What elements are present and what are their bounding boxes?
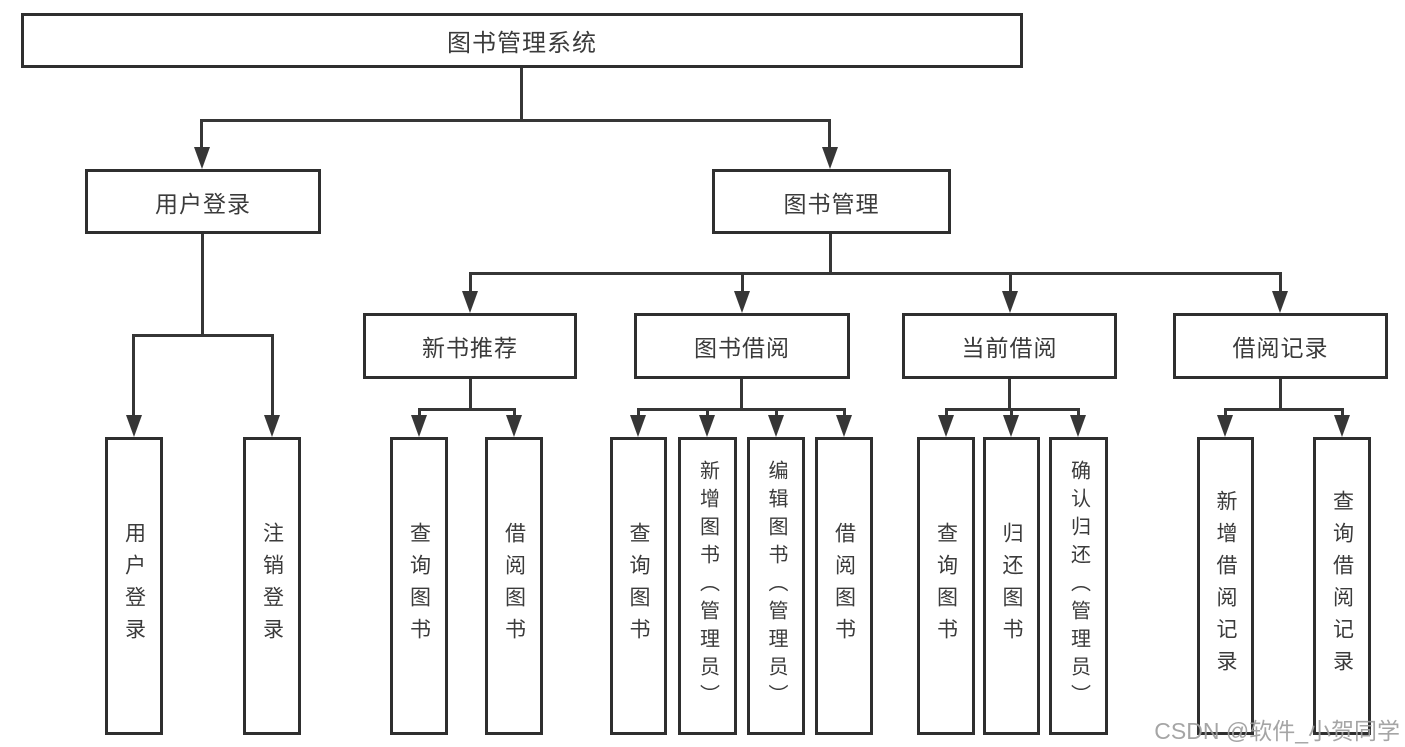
node-label: 用户登录 bbox=[122, 522, 146, 650]
connector-line bbox=[828, 119, 831, 151]
connector-line bbox=[469, 272, 1281, 275]
arrow-down-icon bbox=[264, 415, 280, 437]
leaf-query-books: 查询图书 bbox=[390, 437, 448, 735]
connector-line bbox=[829, 234, 832, 274]
connector-line bbox=[945, 408, 948, 418]
leaf-borrow-books: 借阅图书 bbox=[485, 437, 543, 735]
leaf-edit-books-admin: 编辑图书（管理员） bbox=[747, 437, 805, 735]
node-label: 新增借阅记录 bbox=[1214, 490, 1237, 682]
arrow-down-icon bbox=[734, 291, 750, 313]
node-label: 归还图书 bbox=[1000, 522, 1023, 650]
connector-line bbox=[740, 379, 743, 410]
node-label: 借阅图书 bbox=[502, 522, 526, 650]
arrow-down-icon bbox=[411, 415, 427, 437]
connector-line bbox=[1341, 408, 1344, 418]
connector-line bbox=[637, 408, 845, 411]
leaf-confirm-return-admin: 确认归还（管理员） bbox=[1049, 437, 1108, 735]
arrow-down-icon bbox=[1070, 415, 1086, 437]
node-label: 借阅记录 bbox=[1232, 335, 1329, 361]
connector-line bbox=[513, 408, 516, 418]
node-label: 新增图书（管理员） bbox=[696, 460, 719, 712]
arrow-down-icon bbox=[462, 291, 478, 313]
arrow-down-icon bbox=[1003, 415, 1019, 437]
arrow-down-icon bbox=[822, 147, 838, 169]
connector-line bbox=[843, 408, 846, 418]
node-borrowing-records: 借阅记录 bbox=[1173, 313, 1388, 379]
connector-line bbox=[132, 334, 135, 419]
connector-line bbox=[775, 408, 778, 418]
leaf-query-borrow-record: 查询借阅记录 bbox=[1313, 437, 1371, 735]
connector-line bbox=[1279, 272, 1282, 294]
connector-line bbox=[1008, 379, 1011, 410]
connector-line bbox=[1077, 408, 1080, 418]
node-label: 注销登录 bbox=[260, 522, 284, 650]
node-label: 用户登录 bbox=[155, 190, 251, 217]
connector-line bbox=[201, 234, 204, 337]
node-label: 图书借阅 bbox=[694, 335, 790, 361]
arrow-down-icon bbox=[1217, 415, 1233, 437]
connector-line bbox=[469, 272, 472, 294]
node-label: 当前借阅 bbox=[961, 335, 1058, 361]
leaf-borrow-books: 借阅图书 bbox=[815, 437, 873, 735]
connector-line bbox=[1224, 408, 1343, 411]
node-label: 查询借阅记录 bbox=[1330, 490, 1354, 682]
node-library-management-system: 图书管理系统 bbox=[21, 13, 1023, 68]
arrow-down-icon bbox=[836, 415, 852, 437]
connector-line bbox=[1009, 272, 1012, 294]
node-label: 查询图书 bbox=[627, 522, 650, 650]
node-label: 确认归还（管理员） bbox=[1067, 460, 1090, 712]
node-user-login: 用户登录 bbox=[85, 169, 321, 234]
node-label: 图书管理 bbox=[783, 190, 880, 217]
node-book-management: 图书管理 bbox=[712, 169, 951, 234]
node-current-borrowing: 当前借阅 bbox=[902, 313, 1117, 379]
arrow-down-icon bbox=[126, 415, 142, 437]
connector-line bbox=[418, 408, 515, 411]
node-label: 编辑图书（管理员） bbox=[765, 460, 787, 712]
leaf-user-login: 用户登录 bbox=[105, 437, 163, 735]
connector-line bbox=[1279, 379, 1282, 410]
node-book-borrowing: 图书借阅 bbox=[634, 313, 850, 379]
leaf-query-books: 查询图书 bbox=[610, 437, 667, 735]
arrow-down-icon bbox=[938, 415, 954, 437]
node-new-book-recommendation: 新书推荐 bbox=[363, 313, 577, 379]
connector-line bbox=[1224, 408, 1227, 418]
connector-line bbox=[201, 119, 831, 122]
connector-line bbox=[200, 119, 203, 151]
arrow-down-icon bbox=[506, 415, 522, 437]
leaf-logout: 注销登录 bbox=[243, 437, 301, 735]
connector-line bbox=[469, 379, 472, 410]
connector-line bbox=[637, 408, 640, 418]
node-label: 新书推荐 bbox=[422, 335, 518, 361]
connector-line bbox=[741, 272, 744, 294]
leaf-add-books-admin: 新增图书（管理员） bbox=[678, 437, 737, 735]
arrow-down-icon bbox=[768, 415, 784, 437]
csdn-watermark: CSDN @软件_小贺同学 bbox=[1154, 718, 1400, 744]
connector-line bbox=[132, 334, 274, 337]
leaf-query-books: 查询图书 bbox=[917, 437, 975, 735]
arrow-down-icon bbox=[630, 415, 646, 437]
connector-line bbox=[706, 408, 709, 418]
node-label: 图书管理系统 bbox=[447, 30, 597, 57]
arrow-down-icon bbox=[194, 147, 210, 169]
leaf-return-books: 归还图书 bbox=[983, 437, 1040, 735]
connector-line bbox=[1010, 408, 1013, 418]
node-label: 查询图书 bbox=[934, 522, 958, 650]
arrow-down-icon bbox=[1002, 291, 1018, 313]
node-label: 查询图书 bbox=[407, 522, 431, 650]
leaf-add-borrow-record: 新增借阅记录 bbox=[1197, 437, 1254, 735]
arrow-down-icon bbox=[1334, 415, 1350, 437]
node-label: 借阅图书 bbox=[832, 522, 856, 650]
connector-line bbox=[271, 334, 274, 419]
connector-line bbox=[520, 68, 523, 120]
connector-line bbox=[418, 408, 421, 418]
arrow-down-icon bbox=[1272, 291, 1288, 313]
arrow-down-icon bbox=[699, 415, 715, 437]
